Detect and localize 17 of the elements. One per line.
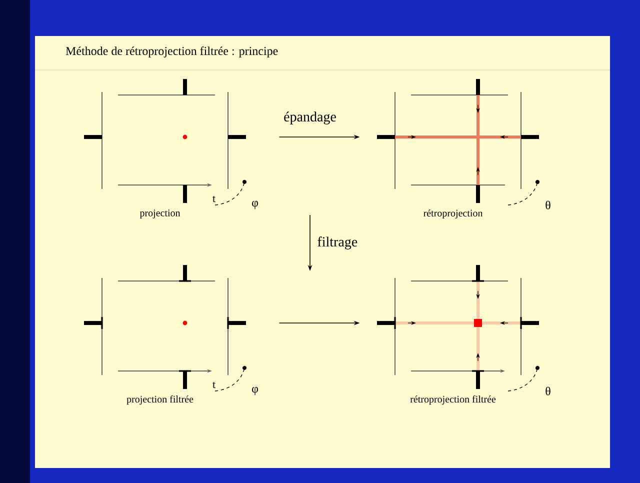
title: Méthode de rétroprojection filtrée : principe <box>66 46 278 58</box>
node-label: rétroprojection <box>424 209 483 219</box>
axis-label: t <box>212 382 216 388</box>
projection-drawing <box>377 265 540 392</box>
node-label: projection <box>140 210 180 218</box>
axis-label: t <box>212 196 216 202</box>
projection-drawing <box>84 265 246 392</box>
node-label: rétroprojection filtrée <box>410 395 496 405</box>
angle-label: φ <box>252 200 258 210</box>
projection-drawing <box>377 79 540 206</box>
node-label: projection filtrée <box>126 395 194 405</box>
edge-label: épandage <box>282 110 338 126</box>
angle-label: φ <box>252 386 258 396</box>
projection-drawing <box>84 79 246 206</box>
angle-label: θ <box>546 386 550 396</box>
angle-label: θ <box>546 200 550 210</box>
step-label: filtrage <box>316 236 359 250</box>
